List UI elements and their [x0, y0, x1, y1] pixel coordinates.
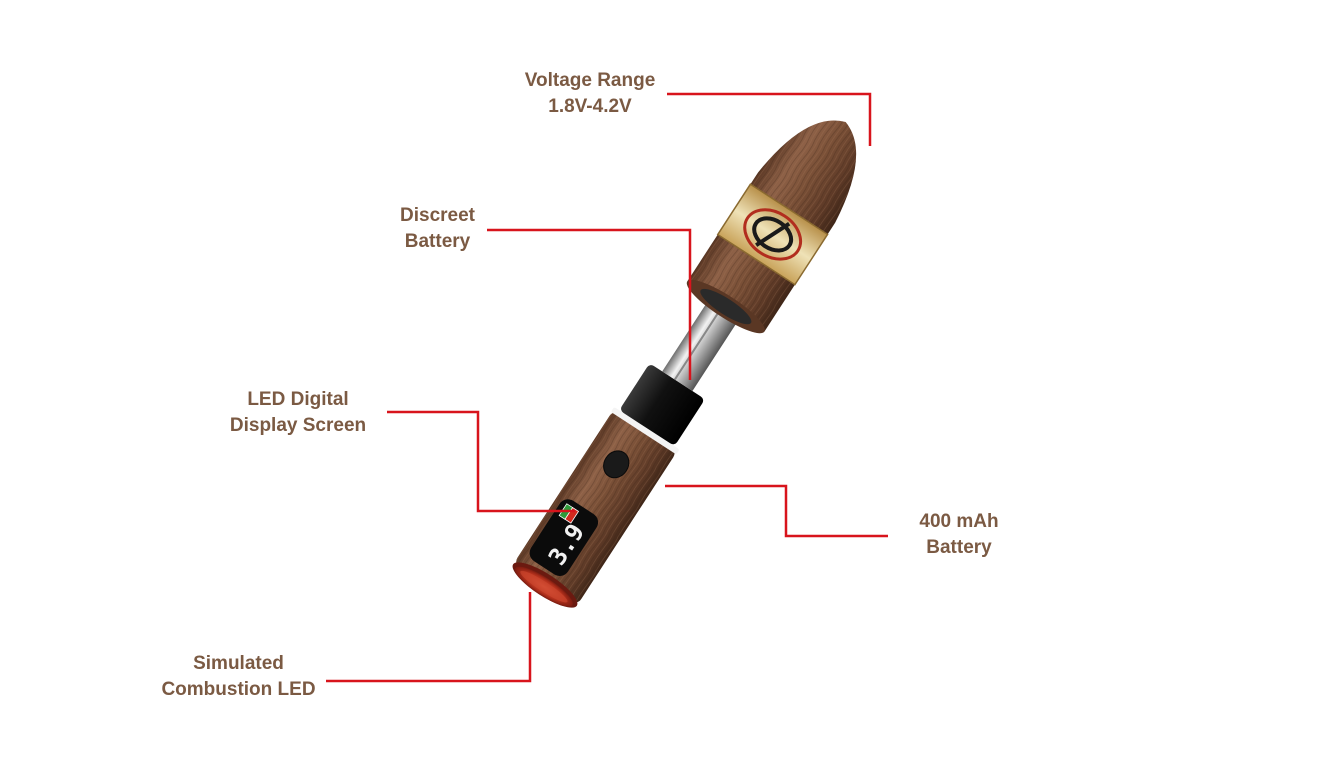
vape-device: 3.9 — [512, 120, 857, 608]
callout-battery-capacity-line1: 400 mAh — [919, 511, 999, 532]
callout-discreet-battery-line1: Discreet — [400, 205, 475, 226]
callout-combustion-led-line1: Simulated — [193, 653, 284, 674]
callout-led-display: LED Digital Display Screen — [210, 387, 386, 439]
callout-discreet-battery: Discreet Battery — [370, 203, 505, 255]
callout-led-display-line1: LED Digital — [247, 389, 349, 410]
callout-voltage-range-line2: 1.8V-4.2V — [548, 96, 632, 117]
callout-battery-capacity: 400 mAh Battery — [888, 509, 1030, 561]
combustion-led — [512, 562, 578, 608]
cigar-band — [716, 183, 829, 286]
leader-line-voltage — [667, 92, 872, 146]
callout-voltage-range: Voltage Range 1.8V-4.2V — [500, 68, 680, 120]
leader-line-combustion-led — [326, 592, 532, 683]
leader-line-led-display — [387, 410, 575, 513]
leader-lines — [326, 92, 888, 683]
callout-discreet-battery-line2: Battery — [404, 231, 471, 252]
cigar-mouthpiece — [686, 120, 857, 334]
fire-button[interactable] — [599, 446, 634, 483]
leader-line-discreet-battery — [487, 228, 692, 380]
callout-combustion-led: Simulated Combustion LED — [146, 651, 331, 703]
callout-combustion-led-line2: Combustion LED — [161, 679, 316, 700]
callout-led-display-line2: Display Screen — [229, 415, 367, 436]
leader-line-battery-capacity — [665, 484, 888, 538]
black-collar — [621, 365, 704, 445]
white-ring — [611, 407, 679, 454]
callout-battery-capacity-line2: Battery — [926, 537, 992, 558]
callout-voltage-range-line1: Voltage Range — [524, 70, 656, 91]
